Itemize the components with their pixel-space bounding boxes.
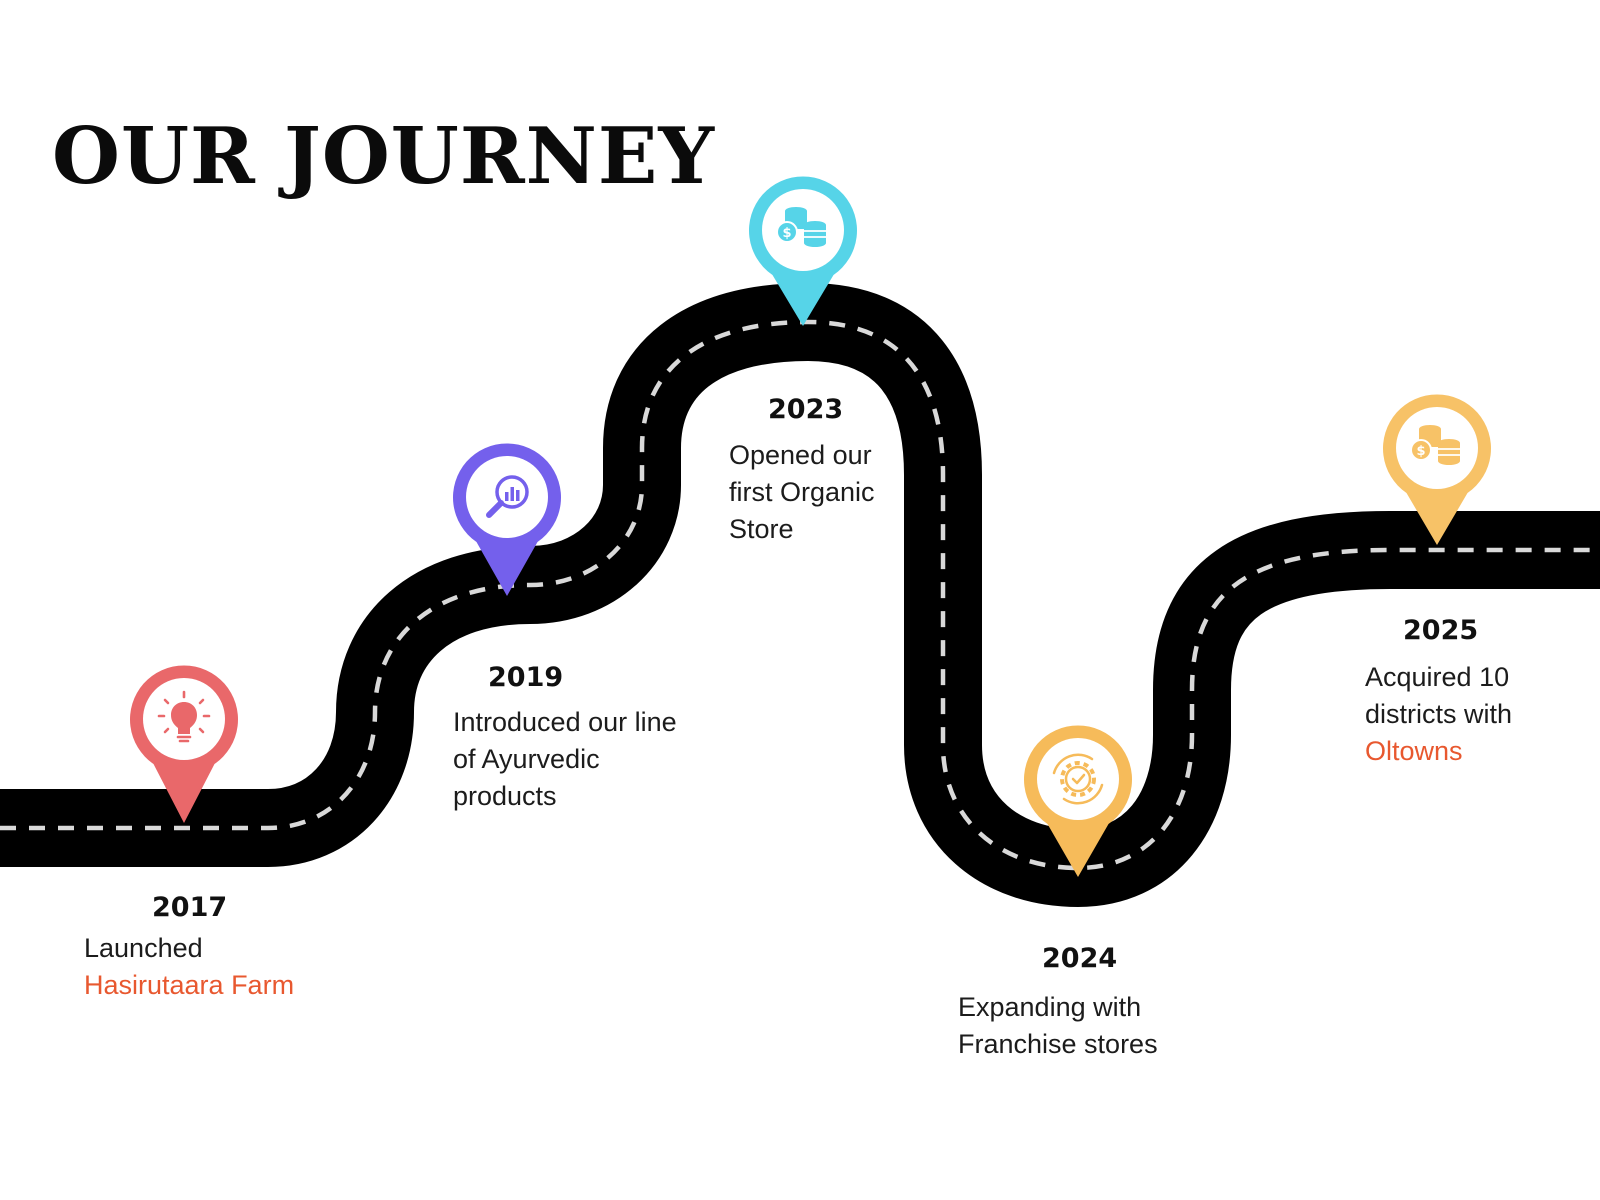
page-title: OUR JOURNEY [52, 111, 716, 202]
svg-text:$: $ [782, 226, 791, 241]
milestone-description: Acquired 10 districts with Oltowns [1365, 659, 1600, 770]
lightbulb-icon [157, 690, 211, 743]
magnifier-chart-icon [486, 475, 529, 518]
milestone-year: 2024 [1042, 943, 1118, 974]
milestone-description: Launched Hasirutaara Farm [84, 930, 374, 1004]
milestone-year: 2019 [488, 662, 564, 693]
description-line: Expanding with [958, 992, 1142, 1022]
coins-icon: $ [1410, 425, 1460, 465]
pin-inner-circle [1037, 738, 1119, 820]
milestone-description: Opened our first Organic Store [729, 437, 1019, 548]
description-line: first Organic [729, 477, 875, 507]
description-line: districts with [1365, 699, 1513, 729]
svg-text:$: $ [1416, 444, 1425, 459]
pin-inner-circle [1396, 407, 1478, 489]
gear-check-icon [1052, 753, 1104, 805]
description-line: Acquired 10 [1365, 662, 1510, 692]
milestone-description: Expanding with Franchise stores [958, 989, 1248, 1063]
description-line: Franchise stores [958, 1029, 1158, 1059]
pin-2019 [453, 443, 561, 596]
milestone-year: 2017 [152, 892, 228, 923]
description-highlight: Hasirutaara Farm [84, 970, 295, 1000]
milestone-year: 2025 [1403, 615, 1479, 646]
description-highlight: Oltowns [1365, 736, 1463, 766]
pin-2023: $ [749, 176, 857, 326]
description-line: Launched [84, 933, 203, 963]
pin-2024 [1024, 725, 1132, 877]
description-line: Opened our [729, 440, 872, 470]
description-line: of Ayurvedic [453, 744, 600, 774]
description-line: Introduced our line [453, 707, 677, 737]
milestone-description: Introduced our line of Ayurvedic product… [453, 704, 743, 815]
description-line: products [453, 781, 557, 811]
pin-2017 [130, 665, 238, 823]
pin-inner-circle [762, 189, 844, 271]
description-line: Store [729, 514, 794, 544]
coins-icon: $ [776, 207, 826, 247]
milestone-year: 2023 [768, 394, 844, 425]
pin-2025: $ [1383, 394, 1491, 545]
